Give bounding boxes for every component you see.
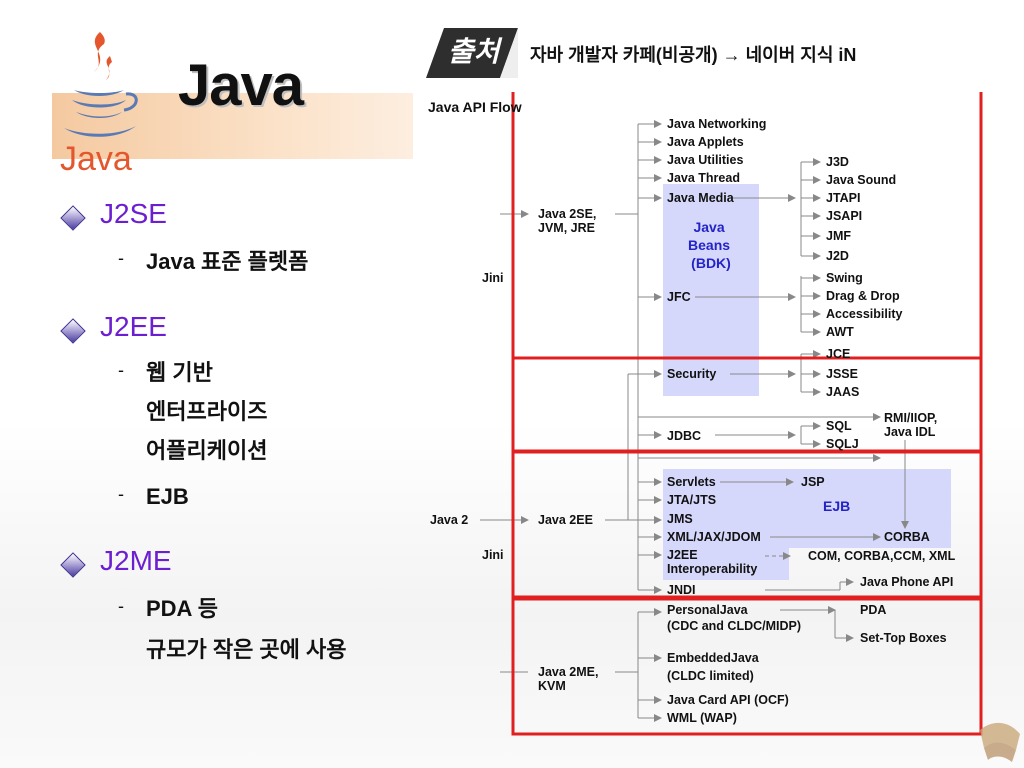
node-jndi: JNDI <box>667 583 695 597</box>
node-xml-jax-jdom: XML/JAX/JDOM <box>667 530 761 544</box>
node-java-networking: Java Networking <box>667 117 766 131</box>
node-jsse: JSSE <box>826 367 858 381</box>
node-swing: Swing <box>826 271 863 285</box>
node-accessibility: Accessibility <box>826 307 902 321</box>
sub-item: PDA 등 <box>146 596 218 621</box>
node-java-phone-api: Java Phone API <box>860 575 953 589</box>
ejb-label: EJB <box>823 498 850 514</box>
node-awt: AWT <box>826 325 854 339</box>
diagram-title: Java API Flow <box>428 99 522 115</box>
node-jini: Jini <box>482 271 504 285</box>
coffee-cup-icon <box>64 32 138 137</box>
dash-marker: - <box>118 484 124 504</box>
diamond-bullet-icon <box>60 318 86 344</box>
bullet-heading-j2se: J2SE <box>100 198 167 229</box>
node-j3d: J3D <box>826 155 849 169</box>
node-jini: Jini <box>482 548 504 562</box>
node-jtapi: JTAPI <box>826 191 861 205</box>
node-drag-drop: Drag & Drop <box>826 289 900 303</box>
source-text: 자바 개발자 카페(비공개) → 네이버 지식 iN <box>530 45 857 65</box>
node-personaljava: PersonalJava(CDC and CLDC/MIDP) <box>667 603 801 633</box>
node-java-media: Java Media <box>667 191 735 205</box>
node-jmf: JMF <box>826 229 851 243</box>
node-jfc: JFC <box>667 290 691 304</box>
diamond-bullet-icon <box>60 205 86 231</box>
node-java2: Java 2 <box>430 513 468 527</box>
source-tag-label: 출처 <box>448 36 500 67</box>
sub-item: EJB <box>146 484 189 509</box>
node-jsp: JSP <box>801 475 825 489</box>
node-jaas: JAAS <box>826 385 859 399</box>
dash-marker: - <box>118 596 124 616</box>
bullet-heading-j2ee: J2EE <box>100 311 167 342</box>
page-title: Java <box>178 53 304 118</box>
node-sql: SQL <box>826 419 852 433</box>
sub-item: 어플리케이션 <box>146 438 268 463</box>
node-sqlj: SQLJ <box>826 437 859 451</box>
dash-marker: - <box>118 360 124 380</box>
node-security: Security <box>667 367 716 381</box>
node-embeddedjava: EmbeddedJava(CLDC limited) <box>667 651 760 683</box>
dash-marker: - <box>118 248 124 268</box>
diamond-bullet-icon <box>60 552 86 578</box>
decorative-bottle-icon <box>980 722 1020 762</box>
java-logo: Java <box>60 32 138 178</box>
sub-item: 웹 기반 <box>146 360 213 385</box>
node-java-utilities: Java Utilities <box>667 153 743 167</box>
node-java2me: Java 2ME,KVM <box>538 665 598 693</box>
node-java-thread: Java Thread <box>667 171 740 185</box>
java-beans-label: Java Beans (BDK) <box>688 219 734 271</box>
sub-item: 규모가 작은 곳에 사용 <box>146 637 347 662</box>
node-java-card-api: Java Card API (OCF) <box>667 693 789 707</box>
node-java2ee: Java 2EE <box>538 513 593 527</box>
node-servlets: Servlets <box>667 475 716 489</box>
node-com-corba-ccm-xml: COM, CORBA,CCM, XML <box>808 549 956 563</box>
sub-item: Java 표준 플렛폼 <box>146 249 309 274</box>
node-jta-jts: JTA/JTS <box>667 493 716 507</box>
node-pda: PDA <box>860 603 886 617</box>
j2ee-frame <box>511 450 983 599</box>
interop-panel <box>663 542 789 580</box>
node-jce: JCE <box>826 347 850 361</box>
java-media-panel <box>663 184 759 396</box>
node-wml-wap: WML (WAP) <box>667 711 737 725</box>
node-jdbc: JDBC <box>667 429 701 443</box>
node-java-applets: Java Applets <box>667 135 744 149</box>
node-java-sound: Java Sound <box>826 173 896 187</box>
bullet-heading-j2me: J2ME <box>100 545 172 576</box>
node-j2d: J2D <box>826 249 849 263</box>
node-set-top-boxes: Set-Top Boxes <box>860 631 947 645</box>
node-corba: CORBA <box>884 530 930 544</box>
node-java2se: Java 2SE,JVM, JRE <box>538 207 596 235</box>
j2ee-apis-panel <box>663 469 951 548</box>
node-jms: JMS <box>667 512 693 526</box>
java-api-flow-diagram: Java API Flow Jini Jini Java 2 Java 2SE,… <box>428 92 983 736</box>
source-tag-shape <box>426 28 518 78</box>
java-wordmark: Java <box>60 140 132 178</box>
j2me-frame <box>511 597 983 736</box>
node-jsapi: JSAPI <box>826 209 862 223</box>
node-rmi-iiop: RMI/IIOP,Java IDL <box>884 411 937 439</box>
sub-item: 엔터프라이즈 <box>146 399 268 424</box>
